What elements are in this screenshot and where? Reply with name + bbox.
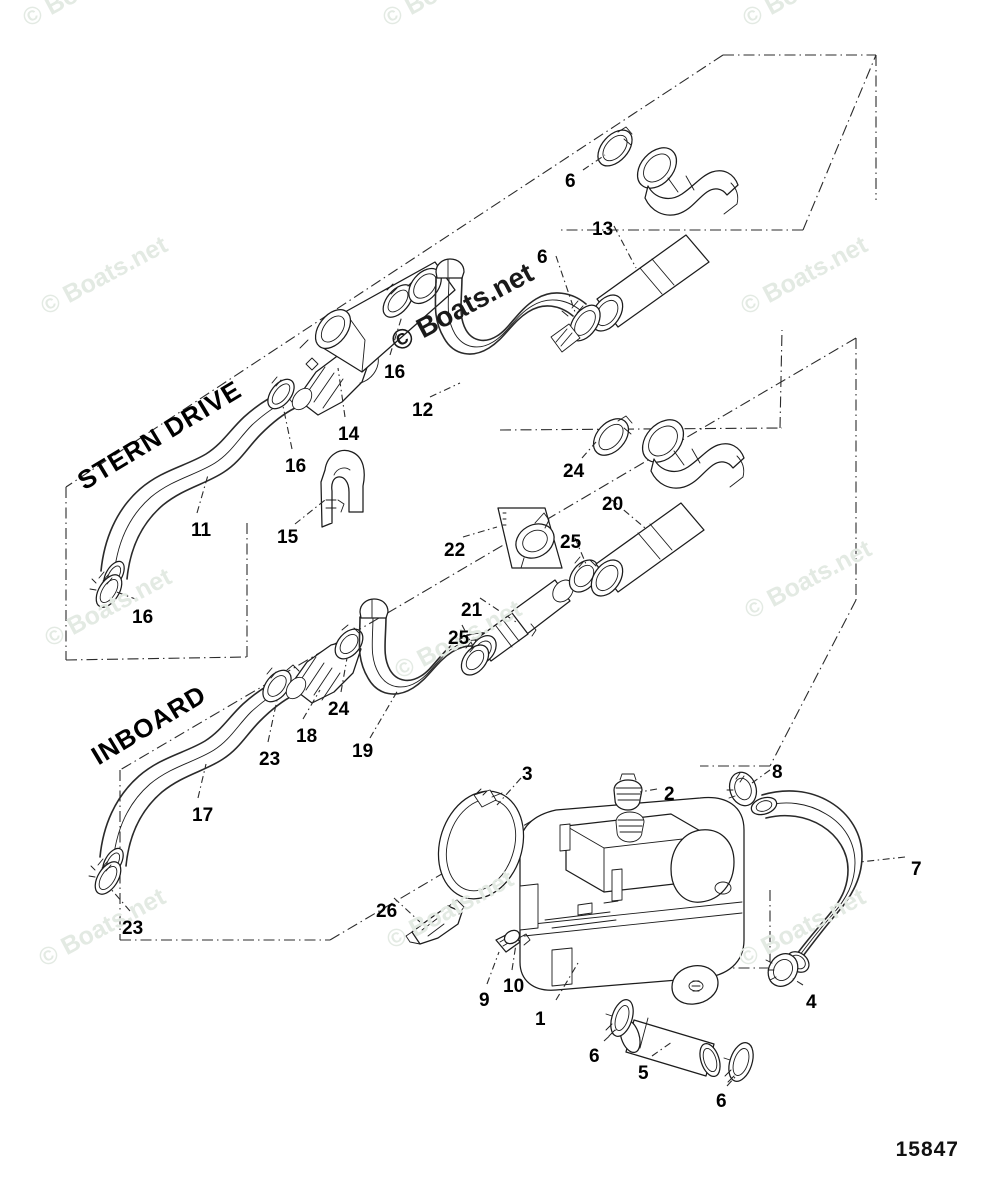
callout-4: 4 bbox=[806, 992, 817, 1013]
part-top-elbow-stern bbox=[636, 147, 739, 216]
part-12-pipe bbox=[434, 258, 587, 355]
part-16b-clamp bbox=[267, 376, 295, 410]
part-13-tube bbox=[590, 234, 710, 332]
panel-boundary-stern-drive bbox=[65, 54, 877, 660]
callout-13: 13 bbox=[592, 219, 614, 240]
part-17-hose bbox=[99, 678, 295, 877]
callout-17: 17 bbox=[192, 805, 214, 826]
part-23a-clamp bbox=[262, 664, 300, 703]
part-25b-clamp bbox=[460, 641, 490, 676]
part-22-flange bbox=[497, 507, 563, 569]
callout-23a: 23 bbox=[259, 749, 281, 770]
part-24a-clamp bbox=[592, 415, 633, 456]
callout-25b: 25 bbox=[448, 628, 470, 649]
part-6d-clamp bbox=[723, 1042, 754, 1083]
callout-6b: 6 bbox=[537, 247, 548, 268]
part-19-pipe bbox=[358, 598, 511, 695]
callout-7: 7 bbox=[911, 859, 922, 880]
callout-22: 22 bbox=[444, 540, 466, 561]
part-bellows-left-12 bbox=[550, 323, 581, 353]
callout-6d: 6 bbox=[716, 1091, 727, 1112]
callout-3: 3 bbox=[522, 764, 533, 785]
part-15-bracket bbox=[320, 449, 365, 528]
callout-2: 2 bbox=[664, 784, 675, 805]
part-23b-clamp bbox=[88, 858, 122, 895]
callout-20: 20 bbox=[602, 494, 624, 515]
callout-19: 19 bbox=[352, 741, 374, 762]
part-10-washer bbox=[503, 929, 521, 945]
callout-16a: 16 bbox=[384, 362, 406, 383]
callout-5: 5 bbox=[638, 1063, 649, 1084]
callout-10: 10 bbox=[503, 976, 525, 997]
panel-boundary-muffler bbox=[700, 890, 771, 969]
part-4-clamp bbox=[765, 953, 799, 987]
callout-6c: 6 bbox=[589, 1046, 600, 1067]
callout-25a: 25 bbox=[560, 532, 582, 553]
part-21-silencer bbox=[469, 579, 574, 665]
part-6a-clamp bbox=[597, 126, 633, 167]
part-top-elbow-inboard bbox=[641, 419, 745, 489]
part-5-hose bbox=[619, 1017, 721, 1078]
callout-6a: 6 bbox=[565, 171, 576, 192]
callout-14: 14 bbox=[338, 424, 360, 445]
part-1-muffler bbox=[519, 796, 745, 1005]
callout-15: 15 bbox=[277, 527, 299, 548]
callout-21: 21 bbox=[461, 600, 483, 621]
callout-18: 18 bbox=[296, 726, 318, 747]
part-3-clamp bbox=[437, 788, 525, 900]
callout-23b: 23 bbox=[122, 918, 144, 939]
drawing-number: 15847 bbox=[895, 1138, 959, 1161]
part-7-hose bbox=[750, 790, 863, 973]
callout-9: 9 bbox=[479, 990, 490, 1011]
part-20-tube bbox=[590, 502, 705, 597]
callout-24b: 24 bbox=[328, 699, 350, 720]
leader-lines bbox=[109, 154, 906, 1087]
callout-8: 8 bbox=[772, 762, 783, 783]
part-6c-clamp bbox=[605, 999, 634, 1037]
callout-16b: 16 bbox=[285, 456, 307, 477]
callout-24a: 24 bbox=[563, 461, 585, 482]
part-8-clamp bbox=[726, 771, 758, 807]
callout-12: 12 bbox=[412, 400, 434, 421]
part-16c-clamp bbox=[89, 571, 123, 608]
callout-11: 11 bbox=[191, 520, 212, 541]
callout-16c: 16 bbox=[132, 607, 154, 628]
part-2-fitting-installed bbox=[615, 811, 645, 843]
part-26-plug bbox=[405, 899, 465, 945]
part-6b-clamp bbox=[561, 300, 601, 342]
part-2-fitting bbox=[613, 773, 643, 811]
callout-26: 26 bbox=[376, 901, 398, 922]
callout-1: 1 bbox=[535, 1009, 546, 1030]
